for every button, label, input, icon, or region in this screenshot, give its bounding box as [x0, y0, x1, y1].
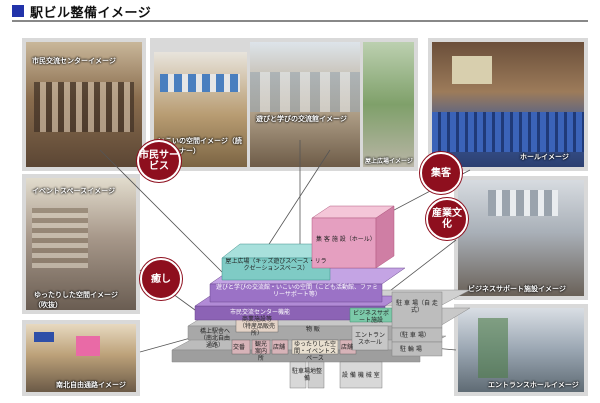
label-station-relay: 橋上駅舎へ（南北自由通路）: [199, 328, 230, 349]
panel-entrance-hall: エントランスホールイメージ: [454, 304, 588, 396]
caption-play-learn: 遊びと学びの交流館イメージ: [256, 115, 347, 123]
caption-business-support: ビジネスサポート施設イメージ: [468, 285, 566, 293]
caption-yuttari: ゆったりした空間イメージ（吹抜）: [34, 291, 118, 309]
label-commercial: 商業施設等（特産品販売所）: [238, 316, 275, 337]
panel-business-support: ビジネスサポート施設イメージ: [454, 176, 588, 300]
label-hall-block: 集 客 施 設（ホール）: [316, 236, 376, 243]
label-facility: 設 備 機 械 室: [342, 372, 380, 379]
hall-block-side: [375, 205, 395, 269]
label-event-space: ゆったりした空間・イベントスペース: [294, 341, 337, 362]
photo-play-learn: 遊びと学びの交流館イメージ: [250, 42, 360, 167]
label-shop2: 店舗: [273, 344, 286, 351]
label-parking-top: 駐 車 場（自 走 式）: [396, 300, 438, 314]
panel-citizen-center: 市民交流センターイメージ: [22, 38, 146, 171]
label-citizen-block: 市民交流センター機能: [230, 309, 291, 316]
photo-rooftop: 屋上広場イメージ: [363, 42, 414, 167]
header-rule: [12, 20, 588, 22]
caption-citizen-center: 市民交流センターイメージ: [32, 57, 116, 65]
bubble-citizen-service: 市民サービス: [137, 140, 181, 182]
hall-block-top: [311, 205, 395, 219]
panel-event-space: イベントスペースイメージ ゆったりした空間イメージ（吹抜）: [22, 174, 140, 314]
panel-interaction: いこいの空間イメージ（読書コーナー） 遊びと学びの交流館イメージ 屋上広場イメー…: [150, 38, 418, 171]
caption-rooftop: 屋上広場イメージ: [365, 158, 413, 165]
bubble-industry-culture: 産業文化: [426, 198, 468, 240]
label-tourist-info: 観光案内所: [254, 341, 267, 362]
photo-entrance-hall: エントランスホールイメージ: [458, 308, 584, 392]
label-rooftop-block: 屋上広場（キッズ遊びスペース・リラクゼーションスペース）: [225, 258, 327, 272]
caption-event-space: イベントスペースイメージ: [32, 187, 116, 195]
page-header: 駅ビル整備イメージ: [0, 0, 600, 22]
label-exchange: 交番: [233, 344, 246, 351]
bubble-heal: 癒し: [140, 258, 182, 300]
photo-event-space: イベントスペースイメージ ゆったりした空間イメージ（吹抜）: [26, 178, 136, 310]
leader-corridor: [139, 333, 206, 353]
label-roadside: 駐車場地整備: [291, 368, 322, 382]
photo-hall: ホールイメージ: [432, 42, 584, 167]
label-play-block: 遊びと学びの交流館・いこいの空間（こども活動館、ファミリーサポート等）: [215, 284, 378, 298]
label-business-block: ビジネスサポート施設: [352, 310, 389, 324]
leader-business: [377, 239, 457, 301]
rooftop-block-top: [221, 243, 349, 259]
photo-citizen-center: 市民交流センターイメージ: [26, 42, 142, 167]
label-entrance: エントランスホール: [354, 332, 385, 346]
caption-corridor: 南北自由通路イメージ: [56, 381, 126, 389]
page-title: 駅ビル整備イメージ: [30, 6, 152, 21]
photo-business-support: ビジネスサポート施設イメージ: [458, 180, 584, 296]
label-shop: 物 販: [306, 326, 320, 333]
header-marker: [12, 5, 24, 17]
panel-corridor: 南北自由通路イメージ: [22, 320, 140, 396]
panel-hall: ホールイメージ: [428, 38, 588, 171]
caption-hall: ホールイメージ: [520, 153, 569, 161]
photo-corridor: 南北自由通路イメージ: [26, 324, 136, 392]
label-parking-mid: （駐 車 場）: [396, 332, 430, 339]
caption-entrance-hall: エントランスホールイメージ: [488, 381, 579, 389]
label-bike: 駐 輪 場: [400, 346, 422, 353]
label-shop3: 店舗: [341, 344, 354, 351]
bubble-gather: 集客: [420, 152, 462, 194]
